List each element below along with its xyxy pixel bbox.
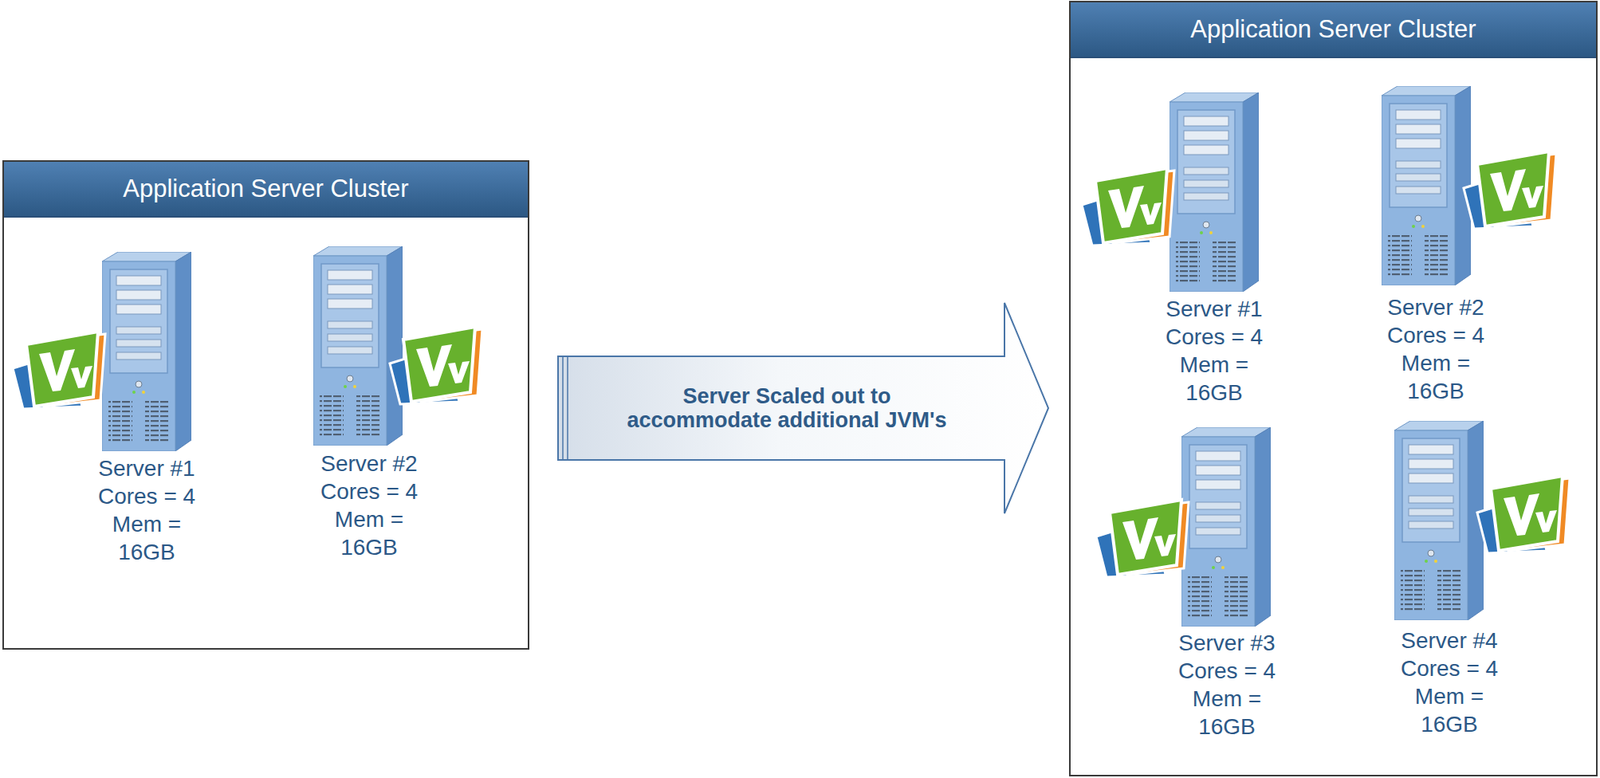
server-spec: Server #1 Cores = 4 Mem = 16GB <box>1160 294 1268 407</box>
server-spec: Server #2 Cores = 4 Mem = 16GB <box>1382 293 1490 405</box>
server-spec: Server #4 Cores = 4 Mem = 16GB <box>1395 626 1503 739</box>
server-node: Server #3 Cores = 4 Mem = 16GB <box>1173 628 1281 741</box>
jvm-badge <box>1477 475 1570 554</box>
arrow-label: Server Scaled out to accommodate additio… <box>617 384 957 433</box>
cluster-title: Application Server Cluster <box>3 161 528 218</box>
server-node: Server #4 Cores = 4 Mem = 16GB <box>1395 626 1503 739</box>
block-arrow <box>558 302 1049 514</box>
jvm-badge <box>1463 151 1557 229</box>
server-tower <box>1169 92 1259 292</box>
server-node: Server #2 Cores = 4 Mem = 16GB <box>1382 293 1490 405</box>
jvm-badge <box>389 326 483 405</box>
right-servers <box>1081 86 1570 627</box>
cluster-box: Application Server ClusterServer #1 Core… <box>2 160 530 650</box>
cluster-title: Application Server Cluster <box>1070 2 1597 59</box>
server-spec: Server #3 Cores = 4 Mem = 16GB <box>1173 628 1281 741</box>
left-servers <box>12 246 483 452</box>
server-tower <box>1181 427 1271 627</box>
server-node: Server #2 Cores = 4 Mem = 16GB <box>315 449 423 562</box>
server-node: Server #1 Cores = 4 Mem = 16GB <box>93 454 201 567</box>
tail-stripe <box>566 356 569 460</box>
jvm-badge <box>1096 499 1189 578</box>
server-node: Server #1 Cores = 4 Mem = 16GB <box>1160 294 1268 407</box>
server-tower <box>313 246 403 446</box>
server-tower <box>1381 86 1471 286</box>
server-spec: Server #2 Cores = 4 Mem = 16GB <box>315 449 423 562</box>
server-spec: Server #1 Cores = 4 Mem = 16GB <box>93 454 201 567</box>
server-tower <box>102 251 192 452</box>
tail-stripe <box>562 356 564 460</box>
jvm-badge <box>12 331 106 409</box>
jvm-badge <box>1081 168 1175 246</box>
cluster-box: Application Server ClusterServer #1 Core… <box>1069 0 1598 777</box>
server-tower <box>1394 420 1484 621</box>
